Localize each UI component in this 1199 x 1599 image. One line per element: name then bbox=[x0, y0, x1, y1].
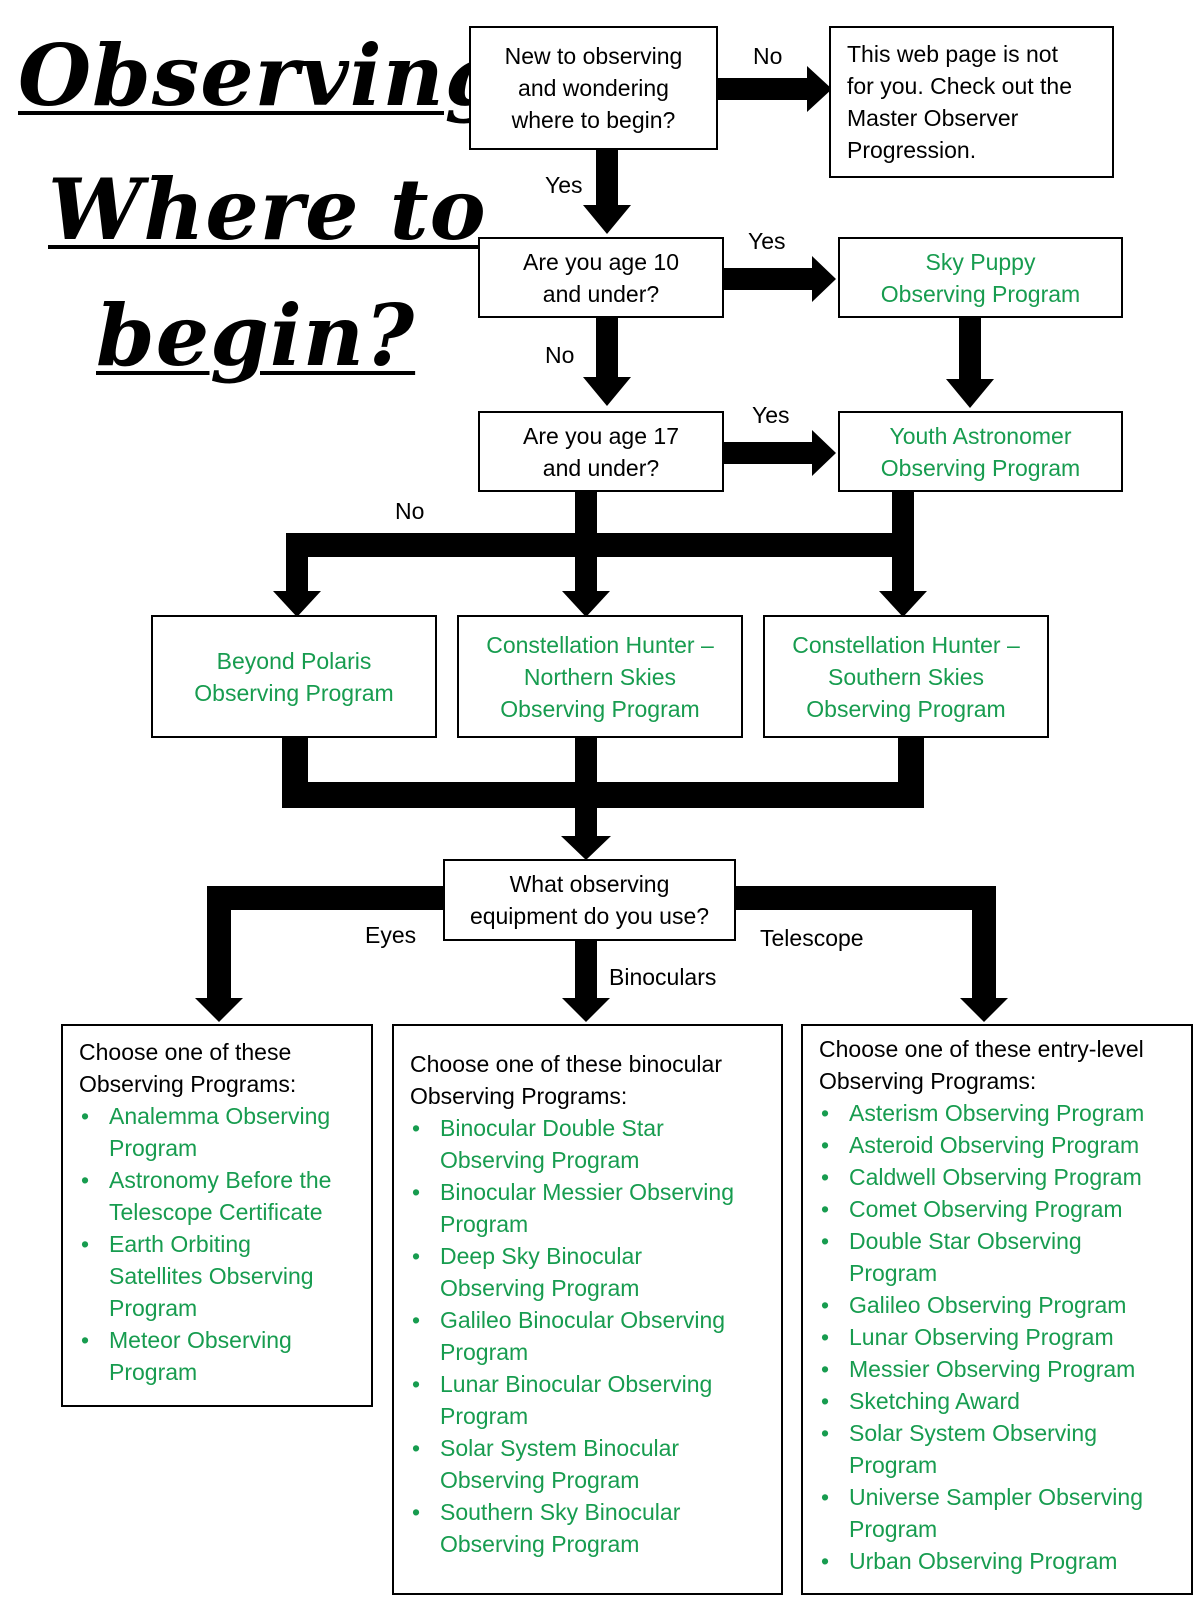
list-item[interactable]: Binocular Messier Observing Program bbox=[410, 1176, 769, 1240]
telescope-intro: Choose one of these entry-level Observin… bbox=[819, 1036, 1144, 1094]
list-item[interactable]: Lunar Observing Program bbox=[819, 1321, 1179, 1353]
arrow-age17-down bbox=[575, 491, 597, 533]
list-item[interactable]: Deep Sky Binocular Observing Program bbox=[410, 1240, 769, 1304]
arrow-telescope-head bbox=[960, 998, 1008, 1022]
equipment-question-box: What observing equipment do you use? bbox=[443, 859, 736, 941]
label-start-no: No bbox=[753, 43, 783, 69]
arrow-telescope-shaft bbox=[734, 886, 996, 910]
label-start-yes: Yes bbox=[545, 172, 583, 198]
list-item[interactable]: Urban Observing Program bbox=[819, 1545, 1179, 1577]
start-question-box: New to observing and wondering where to … bbox=[469, 26, 718, 150]
label-telescope: Telescope bbox=[760, 925, 864, 951]
eyes-intro: Choose one of these Observing Programs: bbox=[79, 1039, 297, 1097]
title-line-3: begin? bbox=[96, 286, 416, 385]
list-item[interactable]: Asteroid Observing Program bbox=[819, 1129, 1179, 1161]
list-item[interactable]: Solar System Observing Program bbox=[819, 1417, 1179, 1481]
bar-merge bbox=[282, 782, 924, 808]
arrow-skypuppy-youth-head bbox=[946, 379, 994, 408]
sky-puppy-program-box[interactable]: Sky Puppy Observing Program bbox=[838, 237, 1123, 318]
label-age17-no: No bbox=[395, 498, 425, 524]
list-item[interactable]: Universe Sampler Observing Program bbox=[819, 1481, 1179, 1545]
list-item[interactable]: Meteor Observing Program bbox=[79, 1324, 359, 1388]
not-for-you-box: This web page is not for you. Check out … bbox=[829, 26, 1114, 178]
list-item[interactable]: Lunar Binocular Observing Program bbox=[410, 1368, 769, 1432]
eyes-program-list: Analemma Observing Program Astronomy Bef… bbox=[79, 1100, 359, 1388]
telescope-programs-box: Choose one of these entry-level Observin… bbox=[801, 1024, 1193, 1595]
arrow-eyes-shaft bbox=[207, 886, 445, 910]
arrow-to-ch-south-head bbox=[879, 591, 927, 617]
list-item[interactable]: Solar System Binocular Observing Program bbox=[410, 1432, 769, 1496]
list-item[interactable]: Analemma Observing Program bbox=[79, 1100, 359, 1164]
binocular-intro: Choose one of these binocular Observing … bbox=[410, 1051, 722, 1109]
arrow-age10-yes-shaft bbox=[724, 268, 814, 290]
list-item[interactable]: Earth Orbiting Satellites Observing Prog… bbox=[79, 1228, 359, 1324]
arrow-to-ch-north-head bbox=[562, 591, 610, 617]
arrow-binoculars-shaft bbox=[575, 940, 597, 1000]
label-eyes: Eyes bbox=[365, 922, 417, 948]
arrow-age10-yes-head bbox=[812, 256, 836, 302]
arrow-start-yes-head bbox=[583, 205, 631, 234]
arrow-eyes-head bbox=[195, 998, 243, 1022]
list-item[interactable]: Sketching Award bbox=[819, 1385, 1179, 1417]
arrow-binoculars-head bbox=[562, 998, 610, 1022]
binocular-program-list: Binocular Double Star Observing Program … bbox=[410, 1112, 769, 1560]
list-item[interactable]: Double Star Observing Program bbox=[819, 1225, 1179, 1289]
arrow-start-no-head bbox=[807, 66, 832, 112]
arrow-age17-yes-head bbox=[812, 430, 836, 476]
list-item[interactable]: Southern Sky Binocular Observing Program bbox=[410, 1496, 769, 1560]
bar-distribute bbox=[286, 533, 914, 557]
title-block: Observing: Where to begin? bbox=[0, 0, 535, 420]
binocular-programs-box: Choose one of these binocular Observing … bbox=[392, 1024, 783, 1595]
telescope-program-list: Asterism Observing Program Asteroid Obse… bbox=[819, 1097, 1179, 1577]
label-age10-no: No bbox=[545, 342, 575, 368]
arrow-age17-yes-shaft bbox=[724, 442, 814, 464]
list-item[interactable]: Messier Observing Program bbox=[819, 1353, 1179, 1385]
arrow-to-equipment-head bbox=[561, 836, 611, 860]
arrow-youth-down bbox=[892, 491, 914, 533]
list-item[interactable]: Caldwell Observing Program bbox=[819, 1161, 1179, 1193]
label-age10-yes: Yes bbox=[748, 228, 786, 254]
list-item[interactable]: Asterism Observing Program bbox=[819, 1097, 1179, 1129]
youth-astronomer-program-box[interactable]: Youth Astronomer Observing Program bbox=[838, 411, 1123, 492]
arrow-age10-no-shaft bbox=[596, 318, 618, 378]
arrow-start-yes-shaft bbox=[596, 149, 618, 207]
constellation-hunter-south-box[interactable]: Constellation Hunter – Southern Skies Ob… bbox=[763, 615, 1049, 738]
arrow-start-no-shaft bbox=[717, 78, 809, 100]
arrow-to-beyond-polaris-head bbox=[273, 591, 321, 617]
list-item[interactable]: Galileo Binocular Observing Program bbox=[410, 1304, 769, 1368]
age-17-question-box: Are you age 17 and under? bbox=[478, 411, 724, 492]
beyond-polaris-program-box[interactable]: Beyond Polaris Observing Program bbox=[151, 615, 437, 738]
list-item[interactable]: Astronomy Before the Telescope Certifica… bbox=[79, 1164, 359, 1228]
eyes-programs-box: Choose one of these Observing Programs: … bbox=[61, 1024, 373, 1407]
age-10-question-box: Are you age 10 and under? bbox=[478, 237, 724, 318]
constellation-hunter-north-box[interactable]: Constellation Hunter – Northern Skies Ob… bbox=[457, 615, 743, 738]
arrow-skypuppy-youth-shaft bbox=[959, 318, 981, 380]
list-item[interactable]: Comet Observing Program bbox=[819, 1193, 1179, 1225]
title-line-2: Where to bbox=[48, 160, 487, 259]
list-item[interactable]: Galileo Observing Program bbox=[819, 1289, 1179, 1321]
label-age17-yes: Yes bbox=[752, 402, 790, 428]
arrow-age10-no-head bbox=[583, 377, 631, 406]
title-line-1: Observing: bbox=[18, 26, 537, 125]
list-item[interactable]: Binocular Double Star Observing Program bbox=[410, 1112, 769, 1176]
label-binoculars: Binoculars bbox=[609, 964, 717, 990]
